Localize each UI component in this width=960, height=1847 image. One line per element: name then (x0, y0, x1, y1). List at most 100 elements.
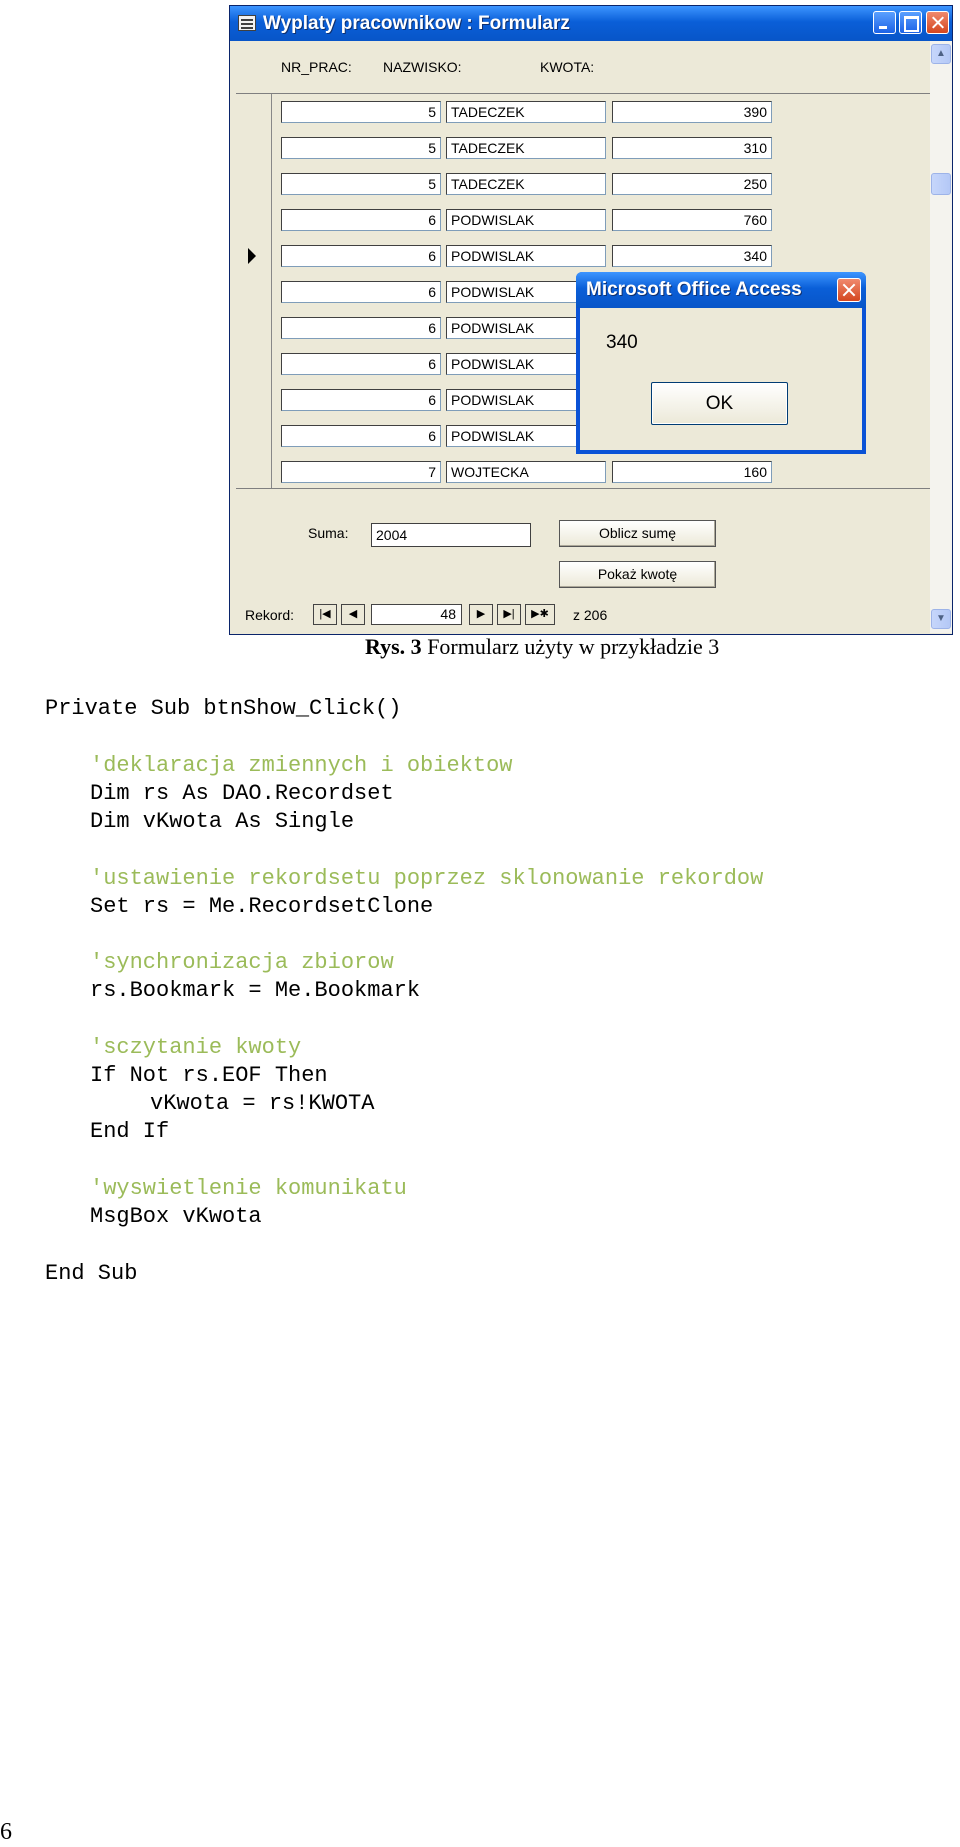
nazwisko-field[interactable]: TADECZEK (446, 173, 606, 195)
nr-prac-field[interactable]: 7 (281, 461, 441, 483)
kwota-field[interactable]: 310 (612, 137, 772, 159)
code-line: If Not rs.EOF Then (90, 1063, 328, 1088)
kwota-field[interactable]: 340 (612, 245, 772, 267)
oblicz-sume-button[interactable]: Oblicz sumę (559, 520, 716, 547)
maximize-button[interactable] (899, 11, 922, 34)
code-comment-line: 'deklaracja zmiennych i obiektow (90, 753, 513, 778)
nr-prac-field[interactable]: 6 (281, 209, 441, 231)
nr-prac-field[interactable]: 6 (281, 317, 441, 339)
scroll-thumb[interactable] (931, 173, 951, 195)
dialog-title: Microsoft Office Access (586, 279, 802, 300)
scroll-down-icon[interactable]: ▼ (931, 609, 951, 629)
code-line: vKwota = rs!KWOTA (150, 1091, 375, 1116)
code-line: rs.Bookmark = Me.Bookmark (90, 978, 421, 1003)
header-kwota: KWOTA: (540, 59, 595, 75)
dialog-titlebar[interactable]: Microsoft Office Access (576, 272, 866, 308)
nazwisko-field[interactable]: PODWISLAK (446, 353, 606, 375)
record-total: z 206 (573, 607, 608, 623)
code-comment-line: 'synchronizacja zbiorow (90, 950, 394, 975)
dialog-message: 340 (606, 332, 638, 353)
code-line: Set rs = Me.RecordsetClone (90, 894, 434, 919)
record-selector[interactable] (236, 274, 271, 310)
record-number-input[interactable]: 48 (371, 604, 462, 625)
record-selector[interactable] (236, 130, 271, 166)
new-record-button[interactable]: ▶✱ (525, 604, 555, 625)
msgbox-dialog: Microsoft Office Access 340 OK (576, 272, 866, 454)
nazwisko-field[interactable]: PODWISLAK (446, 281, 606, 303)
next-record-button[interactable]: ▶ (469, 604, 493, 625)
kwota-field[interactable]: 760 (612, 209, 772, 231)
code-line: End If (90, 1119, 170, 1144)
first-record-icon: |◀ (319, 608, 331, 620)
code-comment-line: 'sczytanie kwoty (90, 1035, 302, 1060)
dialog-body: 340 OK (580, 308, 862, 450)
nr-prac-field[interactable]: 6 (281, 245, 441, 267)
record-selector[interactable] (236, 202, 271, 238)
record-selector[interactable] (236, 310, 271, 346)
minimize-button[interactable] (873, 11, 896, 34)
last-record-icon: ▶| (503, 608, 515, 620)
nazwisko-field[interactable]: TADECZEK (446, 101, 606, 123)
nazwisko-field[interactable]: PODWISLAK (446, 317, 606, 339)
record-selector[interactable] (236, 418, 271, 454)
kwota-field[interactable]: 250 (612, 173, 772, 195)
prev-record-button[interactable]: ◀ (341, 604, 365, 625)
code-line: Dim rs As DAO.Recordset (90, 781, 394, 806)
form-icon[interactable] (238, 15, 256, 31)
dialog-close-button[interactable] (837, 278, 861, 302)
nazwisko-field[interactable]: PODWISLAK (446, 425, 606, 447)
pokaz-kwote-button[interactable]: Pokaż kwotę (559, 561, 716, 588)
figure-caption: Rys. 3 Formularz użyty w przykładzie 3 (365, 634, 719, 660)
nr-prac-field[interactable]: 6 (281, 389, 441, 411)
nr-prac-field[interactable]: 5 (281, 173, 441, 195)
record-navigation: Rekord: |◀ ◀ 48 ▶ ▶| ▶✱ z 206 (233, 601, 930, 629)
record-selector[interactable] (236, 94, 271, 130)
next-record-icon: ▶ (476, 608, 486, 620)
nr-prac-field[interactable]: 5 (281, 137, 441, 159)
code-line: Dim vKwota As Single (90, 809, 355, 834)
figure-caption-number: Rys. 3 (365, 634, 422, 659)
record-selector[interactable] (236, 454, 271, 490)
detail-divider (236, 488, 930, 489)
code-comment-line: 'ustawienie rekordsetu poprzez sklonowan… (90, 866, 764, 891)
vertical-scrollbar[interactable]: ▲ ▼ (930, 41, 952, 633)
nazwisko-field[interactable]: WOJTECKA (446, 461, 606, 483)
kwota-field[interactable]: 160 (612, 461, 772, 483)
record-selector-column (236, 94, 272, 489)
current-record-icon (248, 248, 256, 264)
suma-label: Suma: (308, 525, 349, 541)
record-selector[interactable] (236, 382, 271, 418)
nr-prac-field[interactable]: 6 (281, 353, 441, 375)
kwota-field[interactable]: 390 (612, 101, 772, 123)
code-line: MsgBox vKwota (90, 1204, 262, 1229)
new-record-icon: ▶✱ (531, 608, 549, 620)
nr-prac-field[interactable]: 5 (281, 101, 441, 123)
close-button[interactable] (926, 11, 949, 34)
nazwisko-field[interactable]: PODWISLAK (446, 209, 606, 231)
record-selector[interactable] (236, 346, 271, 382)
nazwisko-field[interactable]: TADECZEK (446, 137, 606, 159)
suma-field[interactable]: 2004 (371, 523, 531, 547)
ok-button[interactable]: OK (651, 382, 788, 425)
form-titlebar[interactable]: Wyplaty pracownikow : Formularz (230, 6, 952, 41)
record-selector[interactable] (236, 166, 271, 202)
figure-caption-text: Formularz użyty w przykładzie 3 (421, 634, 720, 659)
record-selector[interactable] (236, 238, 271, 274)
code-comment-line: 'wyswietlenie komunikatu (90, 1176, 407, 1201)
page-number: 6 (0, 1819, 12, 1845)
nr-prac-field[interactable]: 6 (281, 281, 441, 303)
scroll-up-icon[interactable]: ▲ (931, 44, 951, 64)
first-record-button[interactable]: |◀ (313, 604, 337, 625)
header-divider (236, 93, 930, 94)
last-record-button[interactable]: ▶| (497, 604, 521, 625)
prev-record-icon: ◀ (348, 608, 358, 620)
header-nr-prac: NR_PRAC: (281, 59, 352, 75)
nr-prac-field[interactable]: 6 (281, 425, 441, 447)
nazwisko-field[interactable]: PODWISLAK (446, 245, 606, 267)
